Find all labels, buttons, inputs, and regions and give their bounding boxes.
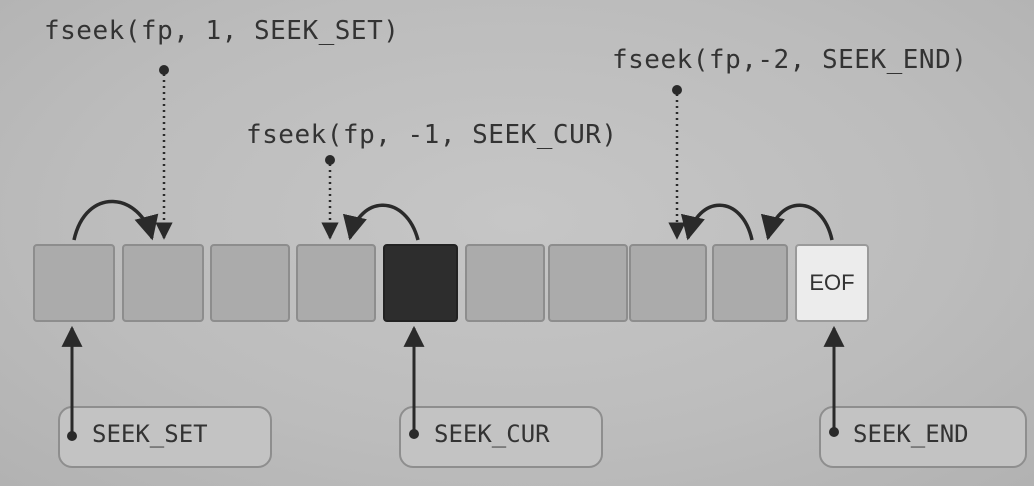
seek-set-origin-box xyxy=(58,406,272,468)
offset-arrow-backward xyxy=(760,203,834,241)
seek-set-pointer xyxy=(155,65,173,240)
seek-set-origin-label: SEEK_SET xyxy=(92,420,208,448)
file-byte-cell xyxy=(629,244,707,322)
seek-end-origin-label: SEEK_END xyxy=(853,420,969,448)
seek-cur-origin-arrow xyxy=(403,325,425,439)
seek-cur-origin-label: SEEK_CUR xyxy=(434,420,550,448)
seek-set-call-label: fseek(fp, 1, SEEK_SET) xyxy=(44,16,400,46)
seek-set-origin-arrow xyxy=(61,325,83,441)
offset-arrow-backward xyxy=(680,203,754,241)
seek-cur-call-label: fseek(fp, -1, SEEK_CUR) xyxy=(246,120,618,150)
seek-end-pointer xyxy=(668,85,686,240)
file-byte-cell xyxy=(548,244,628,322)
file-byte-cell xyxy=(465,244,545,322)
eof-label: EOF xyxy=(809,270,855,295)
offset-arrow-backward xyxy=(342,203,420,241)
seek-cur-origin-box xyxy=(399,406,603,468)
seek-end-call-label: fseek(fp,-2, SEEK_END) xyxy=(612,45,968,75)
eof-cell: EOF xyxy=(795,244,869,322)
seek-cur-pointer xyxy=(321,155,339,240)
file-byte-cell xyxy=(33,244,115,322)
seek-end-origin-box xyxy=(819,406,1027,468)
file-byte-cell xyxy=(296,244,376,322)
seek-end-origin-arrow xyxy=(823,325,845,437)
offset-arrow-forward xyxy=(72,199,159,241)
file-byte-cell xyxy=(712,244,788,322)
file-byte-cell xyxy=(210,244,290,322)
file-byte-cell xyxy=(122,244,204,322)
current-position-cell xyxy=(383,244,458,322)
